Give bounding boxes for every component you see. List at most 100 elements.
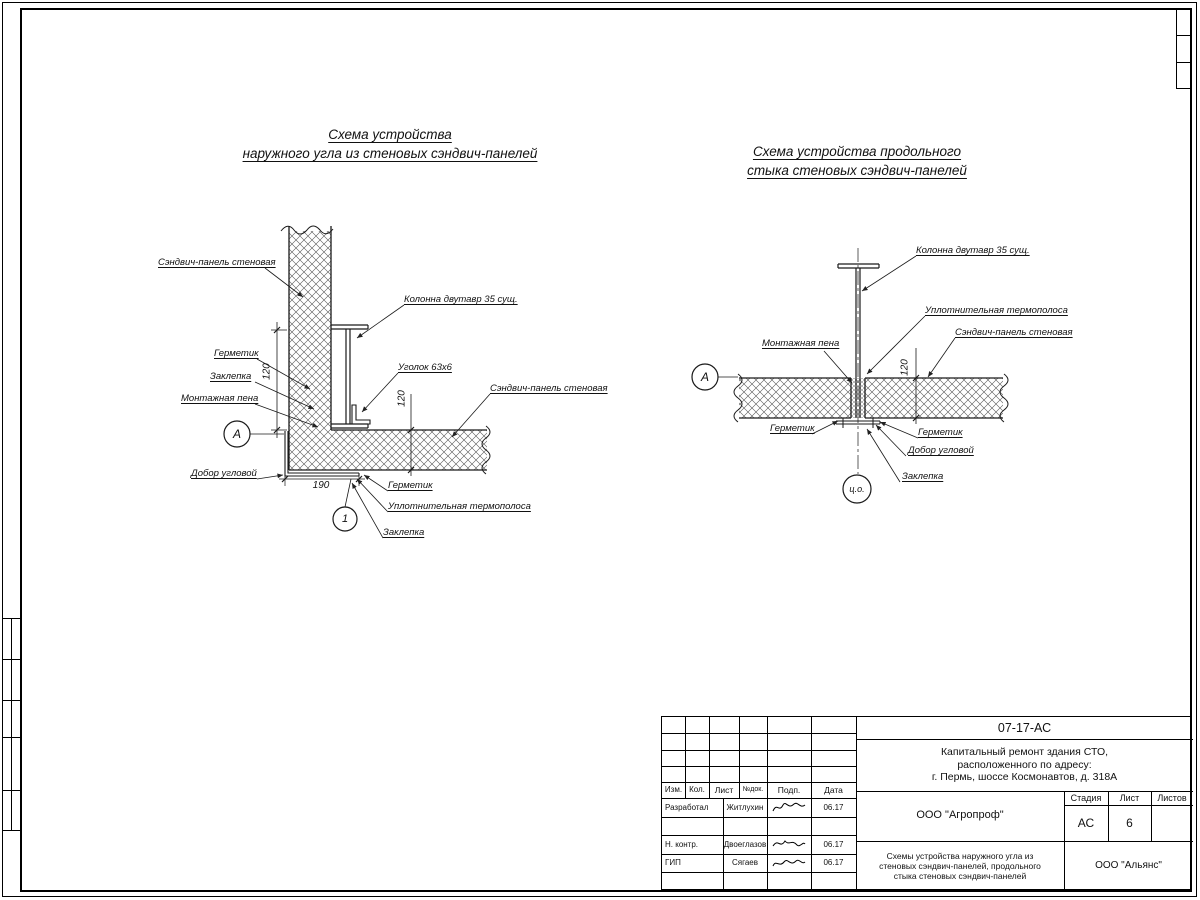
corner-box-line — [1176, 35, 1192, 36]
dim-190: 190 — [312, 480, 330, 491]
col-data: Дата — [824, 784, 843, 795]
tb-line — [856, 717, 857, 891]
margin-line — [2, 830, 20, 831]
corner-box-line — [1176, 88, 1192, 89]
tb-line — [856, 791, 1193, 792]
sheets-total — [1151, 805, 1193, 841]
row-date: 06.17 — [823, 802, 844, 812]
row-role: Н. контр. — [665, 839, 699, 849]
left-leaders — [254, 267, 491, 539]
label-sealant-right-right-diagram: Герметик — [918, 427, 963, 438]
label-foam-right: Монтажная пена — [762, 338, 840, 349]
dim-120-left: 120 — [261, 363, 273, 380]
right-title-line2: стыка стеновых сэндвич-панелей — [747, 163, 967, 178]
label-sealant-left-right-diagram: Герметик — [770, 423, 815, 434]
rivet-marks — [842, 418, 874, 428]
row-name: Житлухин — [726, 802, 764, 812]
tb-line — [1064, 805, 1193, 806]
wall-panel-horizontal-hatch — [289, 430, 487, 470]
corner-box-line — [1176, 8, 1177, 88]
tb-line — [739, 717, 740, 798]
dim-ticks — [407, 426, 415, 474]
margin-line — [11, 618, 12, 830]
sheet-label: Лист — [1119, 792, 1140, 803]
break-line-top — [280, 225, 334, 235]
label-rivet-right: Заклепка — [902, 471, 944, 482]
label-corner-trim-right: Добор угловой — [908, 445, 974, 456]
sheet-title-line3: стыка стеновых сэндвич-панелей — [893, 871, 1027, 882]
tb-line — [662, 872, 856, 873]
title-block: 07-17-АС Капитальный ремонт здания СТО, … — [661, 716, 1193, 891]
dim-120-corner: 120 — [396, 390, 408, 407]
row-name: Двоеглазов — [723, 839, 767, 849]
wall-panel-vertical-hatch — [289, 231, 331, 430]
right-joint-detail — [691, 248, 1009, 504]
panel-edges — [739, 377, 1003, 419]
label-rivet-bottom: Заклепка — [383, 527, 425, 538]
tb-line — [685, 717, 686, 798]
label-sealant-left: Герметик — [214, 348, 259, 359]
label-foam: Монтажная пена — [181, 393, 259, 404]
tb-line — [1108, 791, 1109, 841]
break-line-right — [481, 425, 491, 475]
label-column-right: Колонна двутавр 35 сущ. — [916, 245, 1030, 256]
label-wall-panel-right: Сэндвич-панель стеновая — [955, 327, 1073, 338]
column-flange-bottom — [331, 423, 369, 429]
tb-line — [662, 782, 856, 783]
label-thermal-strip-right: Уплотнительная термополоса — [925, 305, 1068, 316]
tb-line — [767, 798, 768, 891]
sheet-title: Схемы устройства наружного угла из стено… — [856, 841, 1064, 891]
col-list: Лист — [714, 784, 734, 795]
corner-box-line — [1176, 62, 1192, 63]
node-marker-a-right: А — [700, 370, 709, 384]
node-marker-a: А — [232, 427, 241, 441]
left-figure-title: Схема устройства наружного угла из стено… — [210, 125, 570, 163]
row-role: Разработал — [665, 802, 709, 812]
label-corner-trim: Добор угловой — [191, 468, 257, 479]
panel-horizontal-edges — [289, 429, 487, 471]
left-corner-detail — [223, 225, 491, 539]
stage-label: Стадия — [1070, 792, 1102, 803]
tb-line — [662, 854, 856, 855]
tb-line — [767, 717, 768, 798]
left-title-line1: Схема устройства — [328, 127, 452, 142]
col-kol: Кол. — [689, 785, 705, 795]
designer-org: ООО "Агропроф" — [916, 809, 1004, 822]
detail-leader — [344, 478, 352, 508]
dim-ticks — [273, 326, 281, 434]
customer-org: ООО "Альянс" — [1095, 860, 1162, 871]
project-line3: г. Пермь, шоссе Космонавтов, д. 318А — [931, 771, 1118, 784]
column-web — [345, 329, 351, 424]
detail-marker-1: 1 — [341, 513, 349, 525]
column-flange-top — [331, 324, 369, 330]
right-leaders — [811, 255, 956, 483]
tb-line — [662, 733, 856, 734]
angle-profile — [351, 404, 371, 425]
row-name: Сягаев — [732, 858, 758, 868]
tb-line — [662, 817, 856, 818]
panel-vertical-edges — [288, 226, 332, 470]
label-sealant-bottom: Герметик — [388, 480, 433, 491]
sheet-number: 6 — [1126, 815, 1133, 830]
right-title-line1: Схема устройства продольного — [752, 144, 962, 159]
sheets-label: Листов — [1157, 792, 1187, 803]
sheet-title-line2: стеновых сэндвич-панелей, продольного — [879, 860, 1041, 871]
tb-line — [1151, 791, 1152, 841]
tb-line — [709, 717, 710, 798]
label-thermal-strip: Уплотнительная термополоса — [388, 501, 531, 512]
signature-razrabotal — [772, 802, 806, 812]
joint-trim — [835, 420, 881, 425]
label-wall-panel-vertical: Сэндвич-панель стеновая — [158, 257, 276, 268]
tb-line — [811, 717, 812, 798]
label-column: Колонна двутавр 35 сущ. — [404, 294, 518, 305]
tb-line — [662, 835, 856, 836]
tb-line — [1064, 791, 1065, 891]
left-title-line2: наружного угла из стеновых сэндвич-панел… — [242, 146, 538, 161]
tb-line — [723, 798, 724, 891]
row-date: 06.17 — [823, 839, 844, 849]
project-name: Капитальный ремонт здания СТО, расположе… — [856, 739, 1193, 791]
tb-line — [856, 841, 1193, 842]
row-role: ГИП — [665, 858, 681, 868]
